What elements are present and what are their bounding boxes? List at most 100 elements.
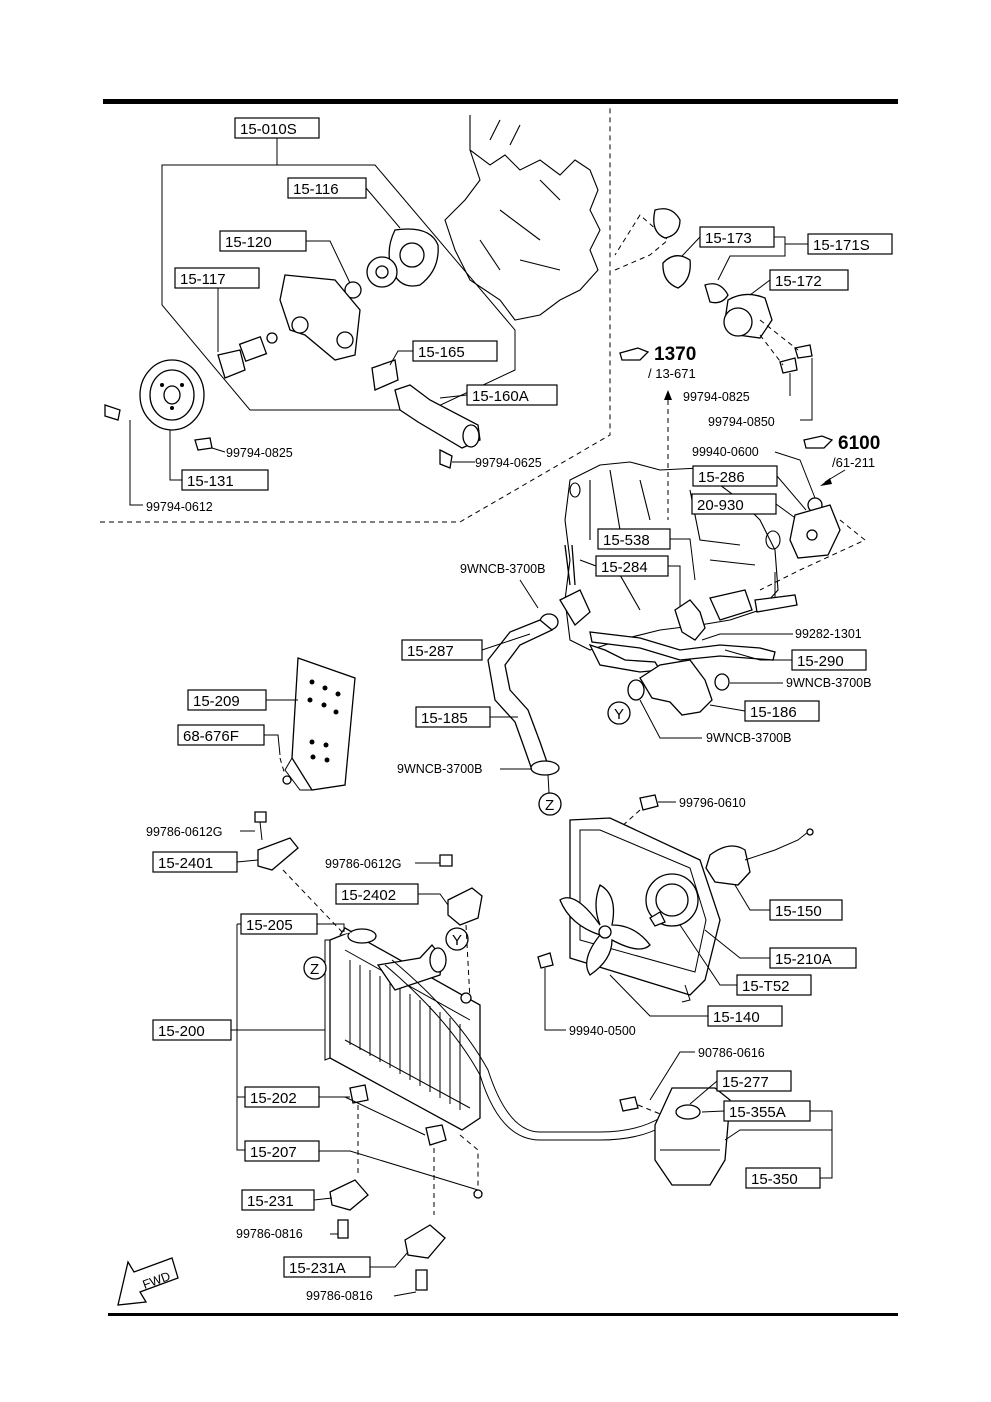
part-label-15-284: 15-284: [601, 559, 648, 576]
part-label-15-350: 15-350: [751, 1171, 798, 1188]
part-label-15-355A: 15-355A: [729, 1104, 786, 1121]
part-label-15-116: 15-116: [293, 181, 339, 198]
mount-15-202-right: [425, 1124, 447, 1146]
water-pump-group: 15-010S 15-116 15-120 15-117 15-165: [104, 115, 601, 514]
part-number-99786-0816-upper: 99786-0816: [236, 1227, 303, 1241]
part-label-15-538: 15-538: [603, 532, 650, 549]
part-number-9WNCB-3700B-right: 9WNCB-3700B: [786, 676, 871, 690]
part-label-15-173: 15-173: [705, 230, 752, 247]
gasket-15-165: [371, 359, 399, 391]
bracket-15-231: [329, 1179, 369, 1211]
part-number-99796-0610: 99796-0610: [679, 796, 746, 810]
part-label-15-150: 15-150: [775, 903, 822, 920]
part-label-15-131: 15-131: [187, 473, 234, 490]
fan-group: 99796-0610 15-150 15-210A 15-T52 15-140 …: [537, 794, 857, 1038]
fwd-arrow: FWD: [117, 1257, 179, 1306]
part-label-15-209: 15-209: [193, 693, 240, 710]
part-label-15-207: 15-207: [250, 1144, 297, 1161]
part-label-15-2402: 15-2402: [341, 887, 396, 904]
part-number-99794-0612: 99794-0612: [146, 500, 213, 514]
fan-motor-15-150: [705, 845, 751, 886]
part-number-99282-1301: 99282-1301: [795, 627, 862, 641]
overflow-tube: [384, 964, 666, 1141]
nut-99940-0500: [537, 952, 554, 969]
part-number-9WNCB-3700B-upper: 9WNCB-3700B: [460, 562, 545, 576]
part-label-15-140: 15-140: [713, 1009, 760, 1026]
ref-hand-icon-1370: [619, 347, 650, 361]
part-label-15-186: 15-186: [750, 704, 797, 721]
part-label-15-287: 15-287: [407, 643, 454, 660]
thermostat-seal: [704, 283, 729, 304]
part-label-15-T52: 15-T52: [742, 978, 790, 995]
thermostat-cover-gasket: [653, 208, 681, 239]
mount-15-202-left: [349, 1084, 369, 1104]
bolt-99794-0825-pulley: [194, 437, 213, 451]
bypass-hose-15-284: [674, 599, 706, 641]
bolt-90786-0616: [619, 1096, 639, 1112]
part-label-15-2401: 15-2401: [158, 855, 213, 872]
part-number-99794-0850: 99794-0850: [708, 415, 775, 429]
ref-1370: 1370: [654, 344, 696, 365]
bolt-99794-0612: [104, 404, 121, 421]
part-label-15-172: 15-172: [775, 273, 822, 290]
bolt-99794-0625: [439, 448, 453, 469]
part-number-90786-0616: 90786-0616: [698, 1046, 765, 1060]
part-label-15-165: 15-165: [418, 344, 465, 361]
splash-shield-15-209: [291, 657, 356, 791]
inlet-pipe-15-160A: [394, 384, 481, 449]
part-label-15-171S: 15-171S: [813, 237, 870, 254]
part-label-15-117: 15-117: [180, 271, 226, 288]
bearing-15-117: [238, 335, 268, 363]
part-label-15-286: 15-286: [698, 469, 745, 486]
marker-y-hose-label: Y: [614, 706, 624, 723]
ref-61-211: /61-211: [832, 455, 875, 470]
marker-z-radiator-label: Z: [310, 961, 319, 978]
bolt-99796-0610: [639, 794, 659, 811]
marker-y-radiator: [445, 927, 469, 951]
part-label-15-290: 15-290: [797, 653, 844, 670]
marker-z-hose-label: Z: [545, 797, 554, 814]
label-box-15-010S: [234, 117, 320, 139]
marker-z-hose: [538, 792, 562, 816]
reserve-tank-15-350: [654, 1087, 731, 1186]
part-number-9WNCB-3700B-lower-left: 9WNCB-3700B: [397, 762, 482, 776]
part-number-99786-0612G-right: 99786-0612G: [325, 857, 401, 871]
part-label-15-210A: 15-210A: [775, 951, 832, 968]
part-label-68-676F: 68-676F: [183, 728, 239, 745]
radiator-group: 99786-0612G 15-2401 99786-0612G 15-2402 …: [146, 811, 666, 1303]
radiator-cap-15-205: [347, 928, 377, 944]
part-label-20-930: 20-930: [697, 497, 744, 514]
engine-mount-group: 6100 /61-211 99940-0600 15-286 20-930: [691, 433, 880, 591]
bracket-15-2401: [257, 837, 299, 871]
ref-hand-icon-6100: [803, 435, 834, 449]
radiator-hose-15-186: [639, 659, 713, 716]
splash-shield-group: 15-209 68-676F: [177, 657, 356, 791]
part-number-99940-0600: 99940-0600: [692, 445, 759, 459]
reserve-tank-group: 90786-0616 15-277 15-355A 15-350: [619, 1046, 833, 1189]
thermostat-15-173: [662, 255, 691, 289]
bracket-15-231A: [404, 1224, 446, 1259]
part-label-15-010S: 15-010S: [240, 121, 297, 138]
top-rule: [103, 99, 898, 104]
part-label-15-202: 15-202: [250, 1090, 297, 1107]
part-label-15-185: 15-185: [421, 710, 468, 727]
heater-pipe: [589, 631, 776, 661]
part-label-15-200: 15-200: [158, 1023, 205, 1040]
radiator-hose-15-185: [487, 619, 554, 771]
part-number-9WNCB-3700B-lower: 9WNCB-3700B: [706, 731, 791, 745]
part-label-15-205: 15-205: [246, 917, 293, 934]
thermostat-group: 15-173 15-171S 15-172 99794-0825 99794-0…: [614, 208, 893, 520]
part-number-99786-0816-lower: 99786-0816: [306, 1289, 373, 1303]
part-label-15-231A: 15-231A: [289, 1260, 346, 1277]
water-pump-region-boundary: [100, 108, 611, 523]
ref-6100: 6100: [838, 433, 880, 454]
part-number-99786-0612G-left: 99786-0612G: [146, 825, 222, 839]
seal-15-120: [344, 281, 362, 299]
part-number-99794-0825-housing: 99794-0825: [683, 390, 750, 404]
marker-y-hose: [607, 701, 631, 725]
bracket-15-2402: [447, 887, 483, 926]
part-label-15-277: 15-277: [722, 1074, 769, 1091]
hoses-group: 15-538 15-284 9WNCB-3700B 15-287 15-185 …: [397, 528, 871, 816]
ref-13-671: / 13-671: [648, 366, 696, 381]
